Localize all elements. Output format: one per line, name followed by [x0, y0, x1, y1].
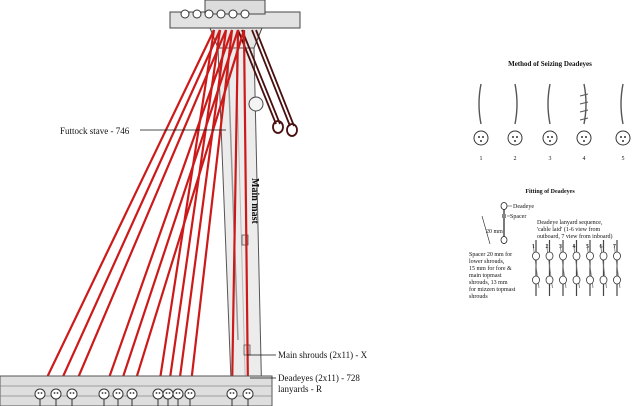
lanyard-step-2: 2: [546, 240, 554, 296]
seizing-step-label: 2: [514, 156, 517, 162]
seizing-figures: 1 2 3 4 5: [473, 83, 631, 162]
deadeye: [162, 388, 174, 400]
lanyard-step-label: 1: [532, 244, 535, 250]
shroud-line: [39, 29, 215, 393]
svg-text:shrouds, 13 mm: shrouds, 13 mm: [469, 280, 508, 286]
main-shrouds: [39, 29, 250, 393]
top-deadeyes: [180, 9, 250, 19]
lanyard-step-5: 5: [586, 240, 594, 296]
ship-rail: [0, 375, 273, 406]
seizing-step-label: 4: [583, 156, 586, 162]
seizing-step-label: 1: [480, 156, 483, 162]
svg-text:Deadeye lanyard sequence,: Deadeye lanyard sequence,: [537, 220, 603, 226]
shroud-line: [230, 29, 240, 393]
spacer-callout: Spacer: [510, 214, 526, 220]
deadeye: [98, 388, 110, 400]
seizing-step-label: 3: [549, 156, 552, 162]
seizing-step-1: 1: [473, 83, 489, 162]
lower-deadeyes: [34, 388, 254, 406]
fitting-title: Fitting of Deadeyes: [525, 189, 575, 195]
dimension-label: 20 mm: [486, 229, 503, 235]
lanyard-step-label: 4: [573, 244, 576, 250]
seizing-step-3: 3: [542, 83, 558, 162]
spacer-note: Spacer 20 mm for lower shrouds, 15 mm fo…: [469, 251, 516, 300]
main-shrouds-label: Main shrouds (2x11) - X: [278, 350, 368, 360]
lanyard-step-label: 2: [546, 244, 549, 250]
svg-text:outboard, 7 view from inboard): outboard, 7 view from inboard): [537, 233, 612, 240]
deadeye: [184, 388, 196, 400]
shroud-line: [176, 29, 228, 393]
shroud-line: [54, 29, 222, 393]
shroud-line: [188, 29, 234, 393]
deadeye-icon: [500, 202, 508, 210]
shroud-line: [156, 29, 216, 393]
deadeye: [50, 388, 62, 400]
svg-text:15 mm for fore &: 15 mm for fore &: [469, 265, 512, 272]
shroud-line: [242, 29, 250, 393]
deadeye-callout: Deadeye: [513, 204, 534, 210]
deadeyes-label-line2: lanyards - R: [278, 384, 322, 394]
deadeye: [66, 388, 78, 400]
seizing-step-5: 5: [615, 83, 631, 162]
seizing-step-label: 5: [622, 156, 625, 162]
deadeyes-label-line1: Deadeyes (2x11) - 728: [278, 373, 360, 383]
main-mast-label: Main mast: [249, 178, 260, 225]
lanyard-step-6: 6: [600, 240, 608, 296]
lanyard-step-1: 1: [532, 240, 540, 296]
seizing-panel: Method of Seizing Deadeyes 1 2 3 4 5: [473, 60, 631, 162]
fitting-panel: Fitting of Deadeyes Deadeye Spacer 20 mm…: [469, 189, 621, 300]
lanyard-sequence: 1 2 3 4 5 6 7: [532, 240, 621, 296]
seizing-step-4: 4: [576, 83, 592, 162]
shroud-line: [166, 29, 222, 393]
deadeye: [172, 388, 184, 400]
shroud-line: [70, 29, 228, 393]
deadeye: [152, 388, 164, 400]
spacer-icon: [502, 214, 506, 218]
svg-text:Spacer 20 mm for: Spacer 20 mm for: [469, 251, 512, 258]
lanyard-step-4: 4: [573, 240, 581, 296]
lanyard-step-3: 3: [559, 240, 567, 296]
svg-text:main topmast: main topmast: [469, 273, 502, 279]
seizing-title: Method of Seizing Deadeyes: [508, 60, 592, 68]
lanyard-step-label: 7: [613, 244, 616, 250]
svg-text:for mizzen topmast: for mizzen topmast: [469, 286, 516, 293]
svg-text:'cable laid' (1-6 view from: 'cable laid' (1-6 view from: [537, 226, 600, 233]
deadeye: [112, 388, 124, 400]
lanyard-step-label: 6: [600, 244, 603, 250]
deadeye: [34, 388, 46, 400]
dimension-line: [481, 215, 491, 245]
lanyard-note: Deadeye lanyard sequence, 'cable laid' (…: [537, 220, 612, 240]
mast-top: [169, 0, 301, 49]
lanyard-step-label: 5: [586, 244, 589, 250]
seizing-step-2: 2: [507, 83, 523, 162]
deadeye: [226, 388, 238, 400]
deadeye: [242, 388, 254, 400]
shroud-line: [116, 29, 240, 393]
lanyard-step-label: 3: [559, 244, 562, 250]
svg-text:shrouds: shrouds: [469, 294, 488, 300]
svg-text:lower shrouds,: lower shrouds,: [469, 259, 505, 265]
futtock-stave-label: Futtock stave - 746: [60, 126, 130, 136]
lanyard-step-7: 7: [613, 240, 621, 296]
deadeye: [126, 388, 138, 400]
